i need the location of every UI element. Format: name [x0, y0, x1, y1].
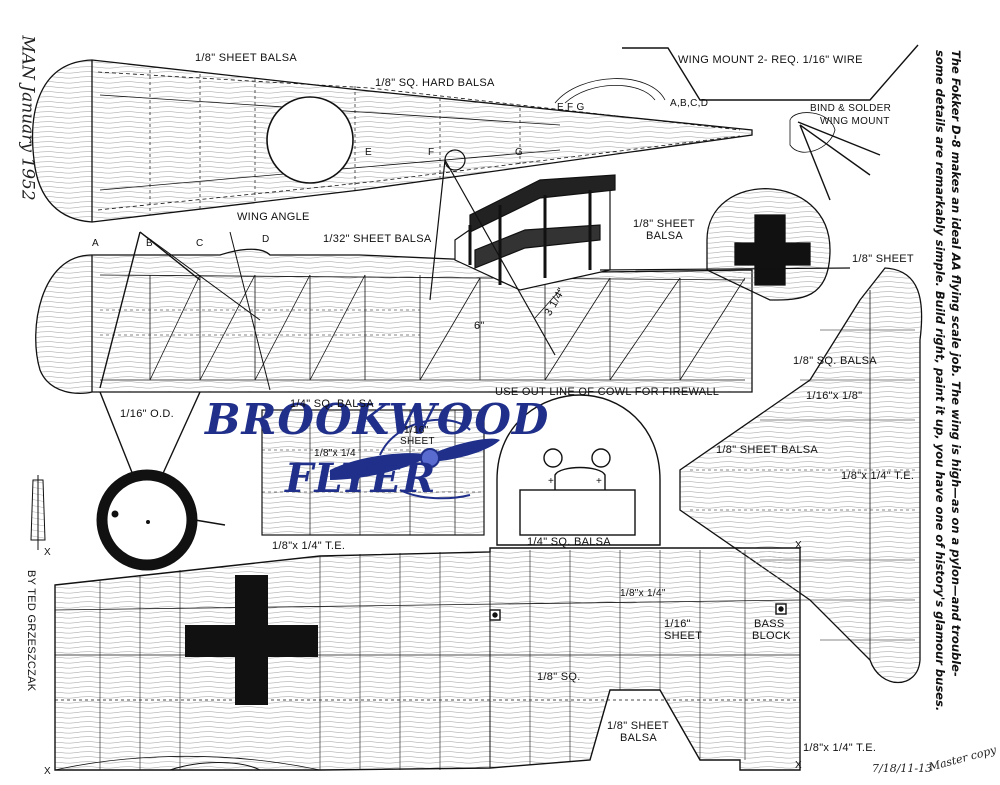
label-x-mark-2: X — [795, 540, 802, 551]
svg-text:+: + — [548, 476, 554, 487]
label-sheet-balsa-18-right: 1/8" SHEET BALSA — [716, 444, 819, 456]
label-x-mark-1: X — [44, 547, 51, 558]
label-bind-solder: BIND & SOLDER — [810, 103, 892, 114]
plan-number-note: 7/18/11-13 — [872, 762, 933, 775]
label-sheet-balsa-tail-2: BALSA — [646, 230, 683, 242]
label-e: E — [365, 147, 372, 158]
main-wing — [54, 547, 801, 771]
label-wing-18-sq: 1/8" SQ. — [537, 671, 581, 683]
label-sq-balsa-14: 1/4" SQ. BALSA — [290, 398, 374, 410]
label-bass-block: BASS — [754, 618, 785, 630]
firewall-cowl: + + — [496, 394, 661, 546]
label-x-mark-4: X — [795, 760, 802, 771]
tail-fin — [599, 188, 851, 301]
label-wing-angle: WING ANGLE — [237, 211, 310, 223]
label-efg: E F G — [557, 102, 585, 113]
label-dim-16x18: 1/16"x 1/8" — [806, 390, 863, 402]
label-sq-balsa-right: 1/8" SQ. BALSA — [793, 355, 877, 367]
magazine-date-note: MAN January 1952 — [17, 35, 38, 201]
author-credit: BY TED GRZESZCZAK — [25, 570, 37, 692]
label-wing-mount: WING MOUNT 2- REQ. 1/16" WIRE — [678, 54, 863, 66]
label-sheet-116-b: SHEET — [400, 436, 435, 447]
horizontal-stabilizer — [679, 267, 923, 684]
fuselage-side-view — [35, 231, 753, 394]
label-wing-18-sheet: 1/8" SHEET — [607, 720, 669, 732]
label-b: B — [146, 238, 153, 249]
label-use-outline: USE OUT-LINE OF COWL FOR FIREWALL — [495, 386, 720, 398]
label-wing-18-sheet-2: BALSA — [620, 732, 657, 744]
caption-line-1: The Fokker D-8 makes an ideal AA flying … — [949, 50, 963, 677]
label-wing-116-sheet: 1/16" — [664, 618, 691, 630]
label-sq-hard-balsa: 1/8" SQ. HARD BALSA — [375, 77, 495, 89]
label-abcd: A,B,C,D — [670, 98, 709, 109]
label-d: D — [262, 234, 270, 245]
logo-propeller — [330, 418, 500, 500]
label-g: G — [515, 147, 524, 158]
label-te-left: 1/8"x 1/4" T.E. — [272, 540, 346, 552]
svg-text:+: + — [596, 476, 602, 487]
logo-line-2: FLYER — [285, 455, 437, 502]
wing-mount-wire — [554, 44, 919, 201]
label-f: F — [428, 147, 435, 158]
label-x-mark-3: X — [44, 766, 51, 777]
label-wing-116-sheet-2: SHEET — [664, 630, 703, 642]
label-sheet-right: 1/8" SHEET — [852, 253, 914, 265]
label-sheet-132: 1/32" SHEET BALSA — [323, 233, 432, 245]
label-a: A — [92, 238, 99, 249]
label-te-right: 1/8"x 1/4" T.E. — [841, 470, 915, 482]
landing-gear — [99, 391, 226, 526]
label-sheet-balsa-top: 1/8" SHEET BALSA — [195, 52, 298, 64]
wing-iron-cross — [185, 575, 318, 705]
label-od-116: 1/16" O.D. — [120, 408, 174, 420]
wheel — [96, 469, 198, 571]
strut-part — [30, 475, 46, 550]
label-bind-solder-2: WING MOUNT — [820, 116, 890, 127]
caption-line-2: some details are remarkably simple. Buil… — [933, 50, 947, 712]
logo-line-1: BROOKWOOD — [205, 395, 550, 444]
label-sheet-balsa-tail: 1/8" SHEET — [633, 218, 695, 230]
label-dim-6: 6" — [474, 320, 485, 332]
label-dim-18x14: 1/8"x 1/4 — [314, 448, 356, 459]
label-wing-18x14: 1/8"x 1/4" — [620, 588, 666, 599]
label-bass-block-2: BLOCK — [752, 630, 791, 642]
label-sheet-116: 1/16" — [404, 425, 429, 436]
fuselage-top-view — [31, 59, 753, 223]
label-te-bottom: 1/8"x 1/4" T.E. — [803, 742, 877, 754]
label-sq-balsa-14-bottom: 1/4" SQ. BALSA — [527, 536, 611, 548]
label-c: C — [196, 238, 204, 249]
